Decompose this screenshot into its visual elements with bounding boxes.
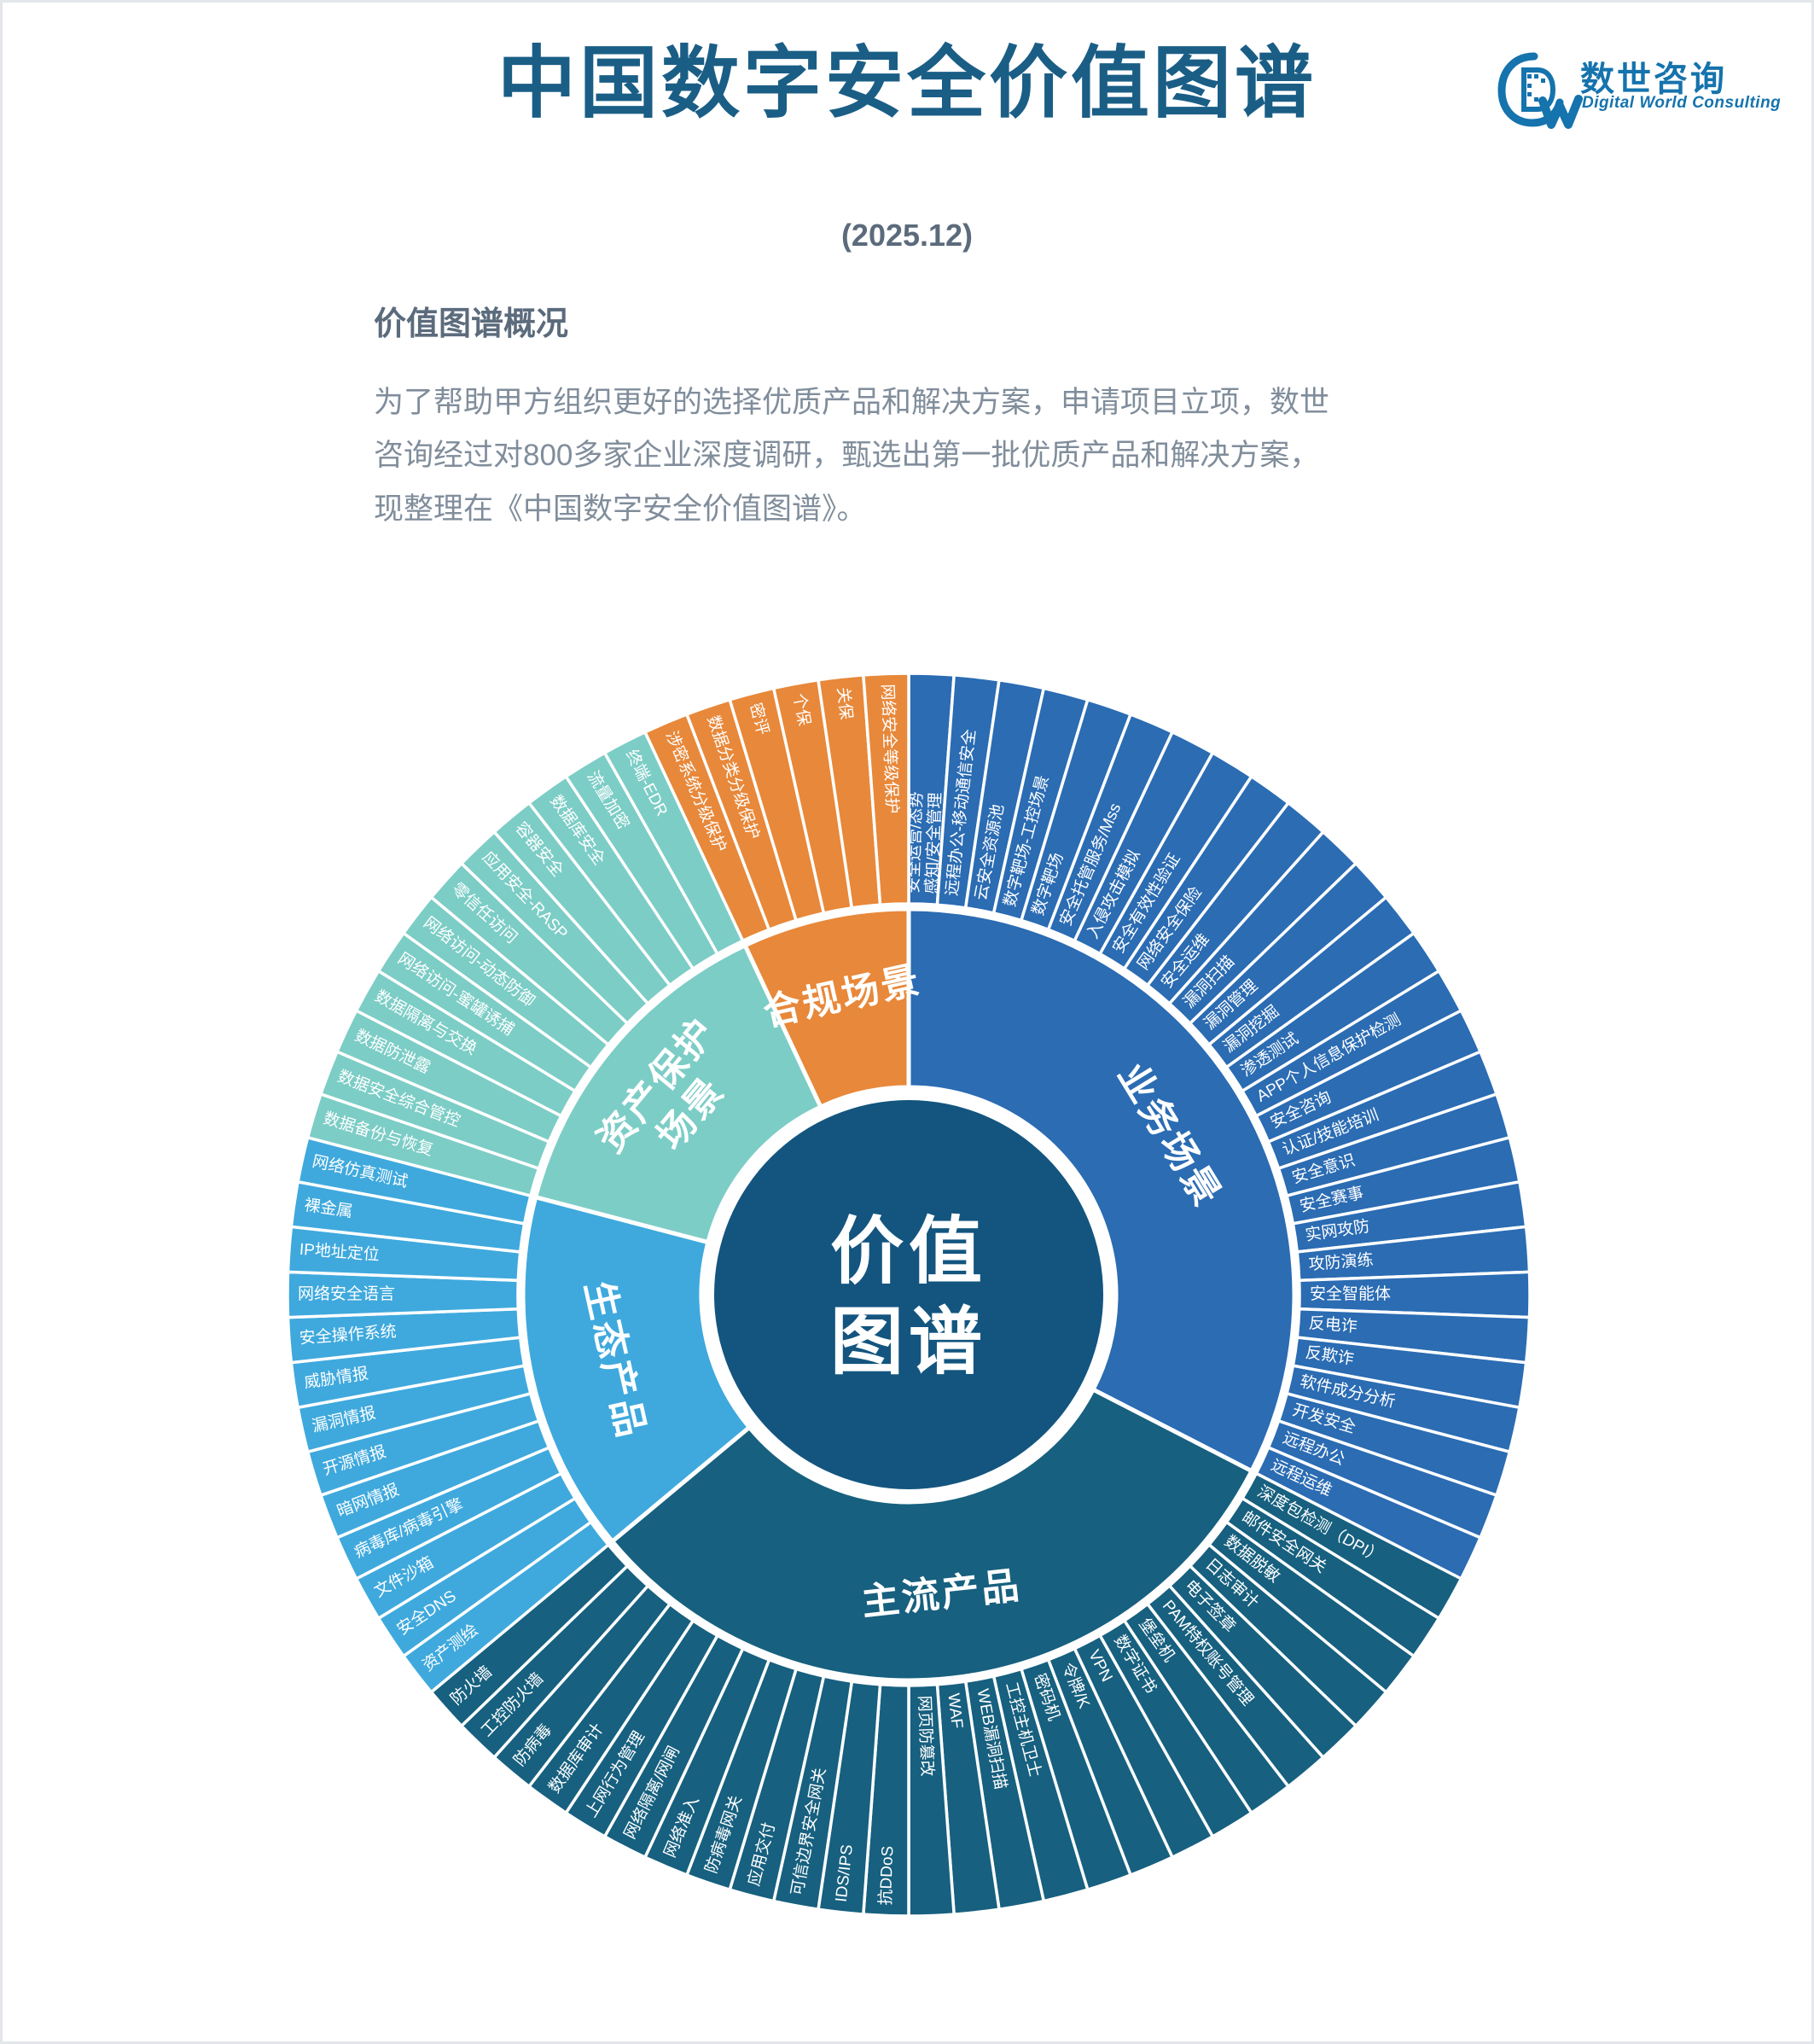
item-label: 反电诈 [1308, 1313, 1358, 1336]
intro-section: 价值图谱概况 为了帮助甲方组织更好的选择优质产品和解决方案，申请项目立项，数世 … [374, 297, 1483, 536]
item-wedge[interactable] [861, 672, 910, 907]
company-logo: 数世咨询 Digital World Consulting [1497, 44, 1781, 134]
sunburst-item[interactable]: 抗DDoS [861, 1682, 910, 1918]
sunburst-item[interactable]: IDS/IPS [817, 1680, 882, 1916]
intro-body: 为了帮助甲方组织更好的选择优质产品和解决方案，申请项目立项，数世 咨询经过对80… [374, 376, 1483, 536]
item-label: 网络安全语言 [298, 1284, 395, 1303]
intro-line-3: 现整理在《中国数字安全价值图谱》。 [374, 492, 867, 526]
sunburst-item[interactable]: 开发安全 [1276, 1391, 1512, 1498]
sunburst-item[interactable]: 应用交付 [728, 1667, 826, 1903]
sunburst-item[interactable]: 云安全资源池 [963, 678, 1046, 916]
page-header: 中国数字安全价值图谱 数世咨询 Digital World Consulting… [0, 0, 1814, 253]
center-title: 价值 [830, 1211, 987, 1293]
sunburst-item[interactable]: 网络安全语言 [286, 1270, 520, 1319]
page-title: 中国数字安全价值图谱 [497, 40, 1317, 127]
sunburst-chart: 业务场景安全运营/态势感知/安全管理远程办公-移动通信安全云安全资源池数字靶场-… [282, 667, 1536, 1922]
item-label: WAF [944, 1692, 965, 1730]
sunburst-category-1[interactable]: 业务场景 [906, 906, 1297, 1475]
sunburst-category-2[interactable]: 主流产品 [609, 1386, 1255, 1683]
category-wedge[interactable] [532, 942, 824, 1245]
intro-line-1: 为了帮助甲方组织更好的选择优质产品和解决方案，申请项目立项，数世 [374, 386, 1330, 419]
sunburst-item[interactable]: 反电诈 [1295, 1307, 1532, 1365]
category-wedge[interactable] [906, 906, 1297, 1475]
logo-english-name: Digital World Consulting [1582, 94, 1782, 112]
sunburst-category-5[interactable]: 合规场景 [741, 906, 925, 1110]
dw-logo-mark [1497, 52, 1583, 129]
sunburst-item[interactable]: 攻防演练 [1295, 1225, 1532, 1283]
sunburst-item[interactable]: 安全运营/态势感知/安全管理 [904, 672, 956, 907]
item-label: 网页防篡改 [915, 1695, 936, 1777]
item-label: 抗DDoS [876, 1845, 898, 1905]
sunburst-category-3[interactable]: 生态产品 [520, 1194, 753, 1545]
center-disc [714, 1100, 1103, 1489]
center-subtitle: 图谱 [830, 1302, 987, 1383]
sunburst-item[interactable]: 威胁情报 [289, 1336, 526, 1410]
sunburst-category-4[interactable]: 资产保护场景 [532, 942, 824, 1245]
sunburst-item[interactable]: 安全智能体 [1297, 1270, 1532, 1319]
intro-heading: 价值图谱概况 [374, 306, 569, 342]
sunburst-item[interactable]: 终端-EDR [602, 730, 745, 956]
category-wedge[interactable] [609, 1386, 1255, 1683]
report-date: (2025.12) [840, 218, 974, 253]
sunburst-item[interactable]: 个保 [771, 678, 854, 916]
intro-line-2: 咨询经过对800多家企业深度调研，甄选出第一批优质产品和解决方案， [374, 439, 1320, 473]
category-wedge[interactable] [520, 1194, 753, 1545]
sunburst-svg: 业务场景安全运营/态势感知/安全管理远程办公-移动通信安全云安全资源池数字靶场-… [286, 672, 1532, 1918]
category-wedge[interactable] [741, 906, 911, 1110]
item-label: 关保 [834, 686, 856, 720]
logo-chinese-name: 数世咨询 [1580, 61, 1727, 98]
sunburst-item[interactable]: 网络准入 [642, 1646, 771, 1878]
sunburst-item[interactable]: 安全赛事 [1284, 1135, 1521, 1226]
sunburst-item[interactable]: 网络安全等级保护 [861, 672, 910, 907]
item-label: 安全智能体 [1310, 1284, 1391, 1303]
